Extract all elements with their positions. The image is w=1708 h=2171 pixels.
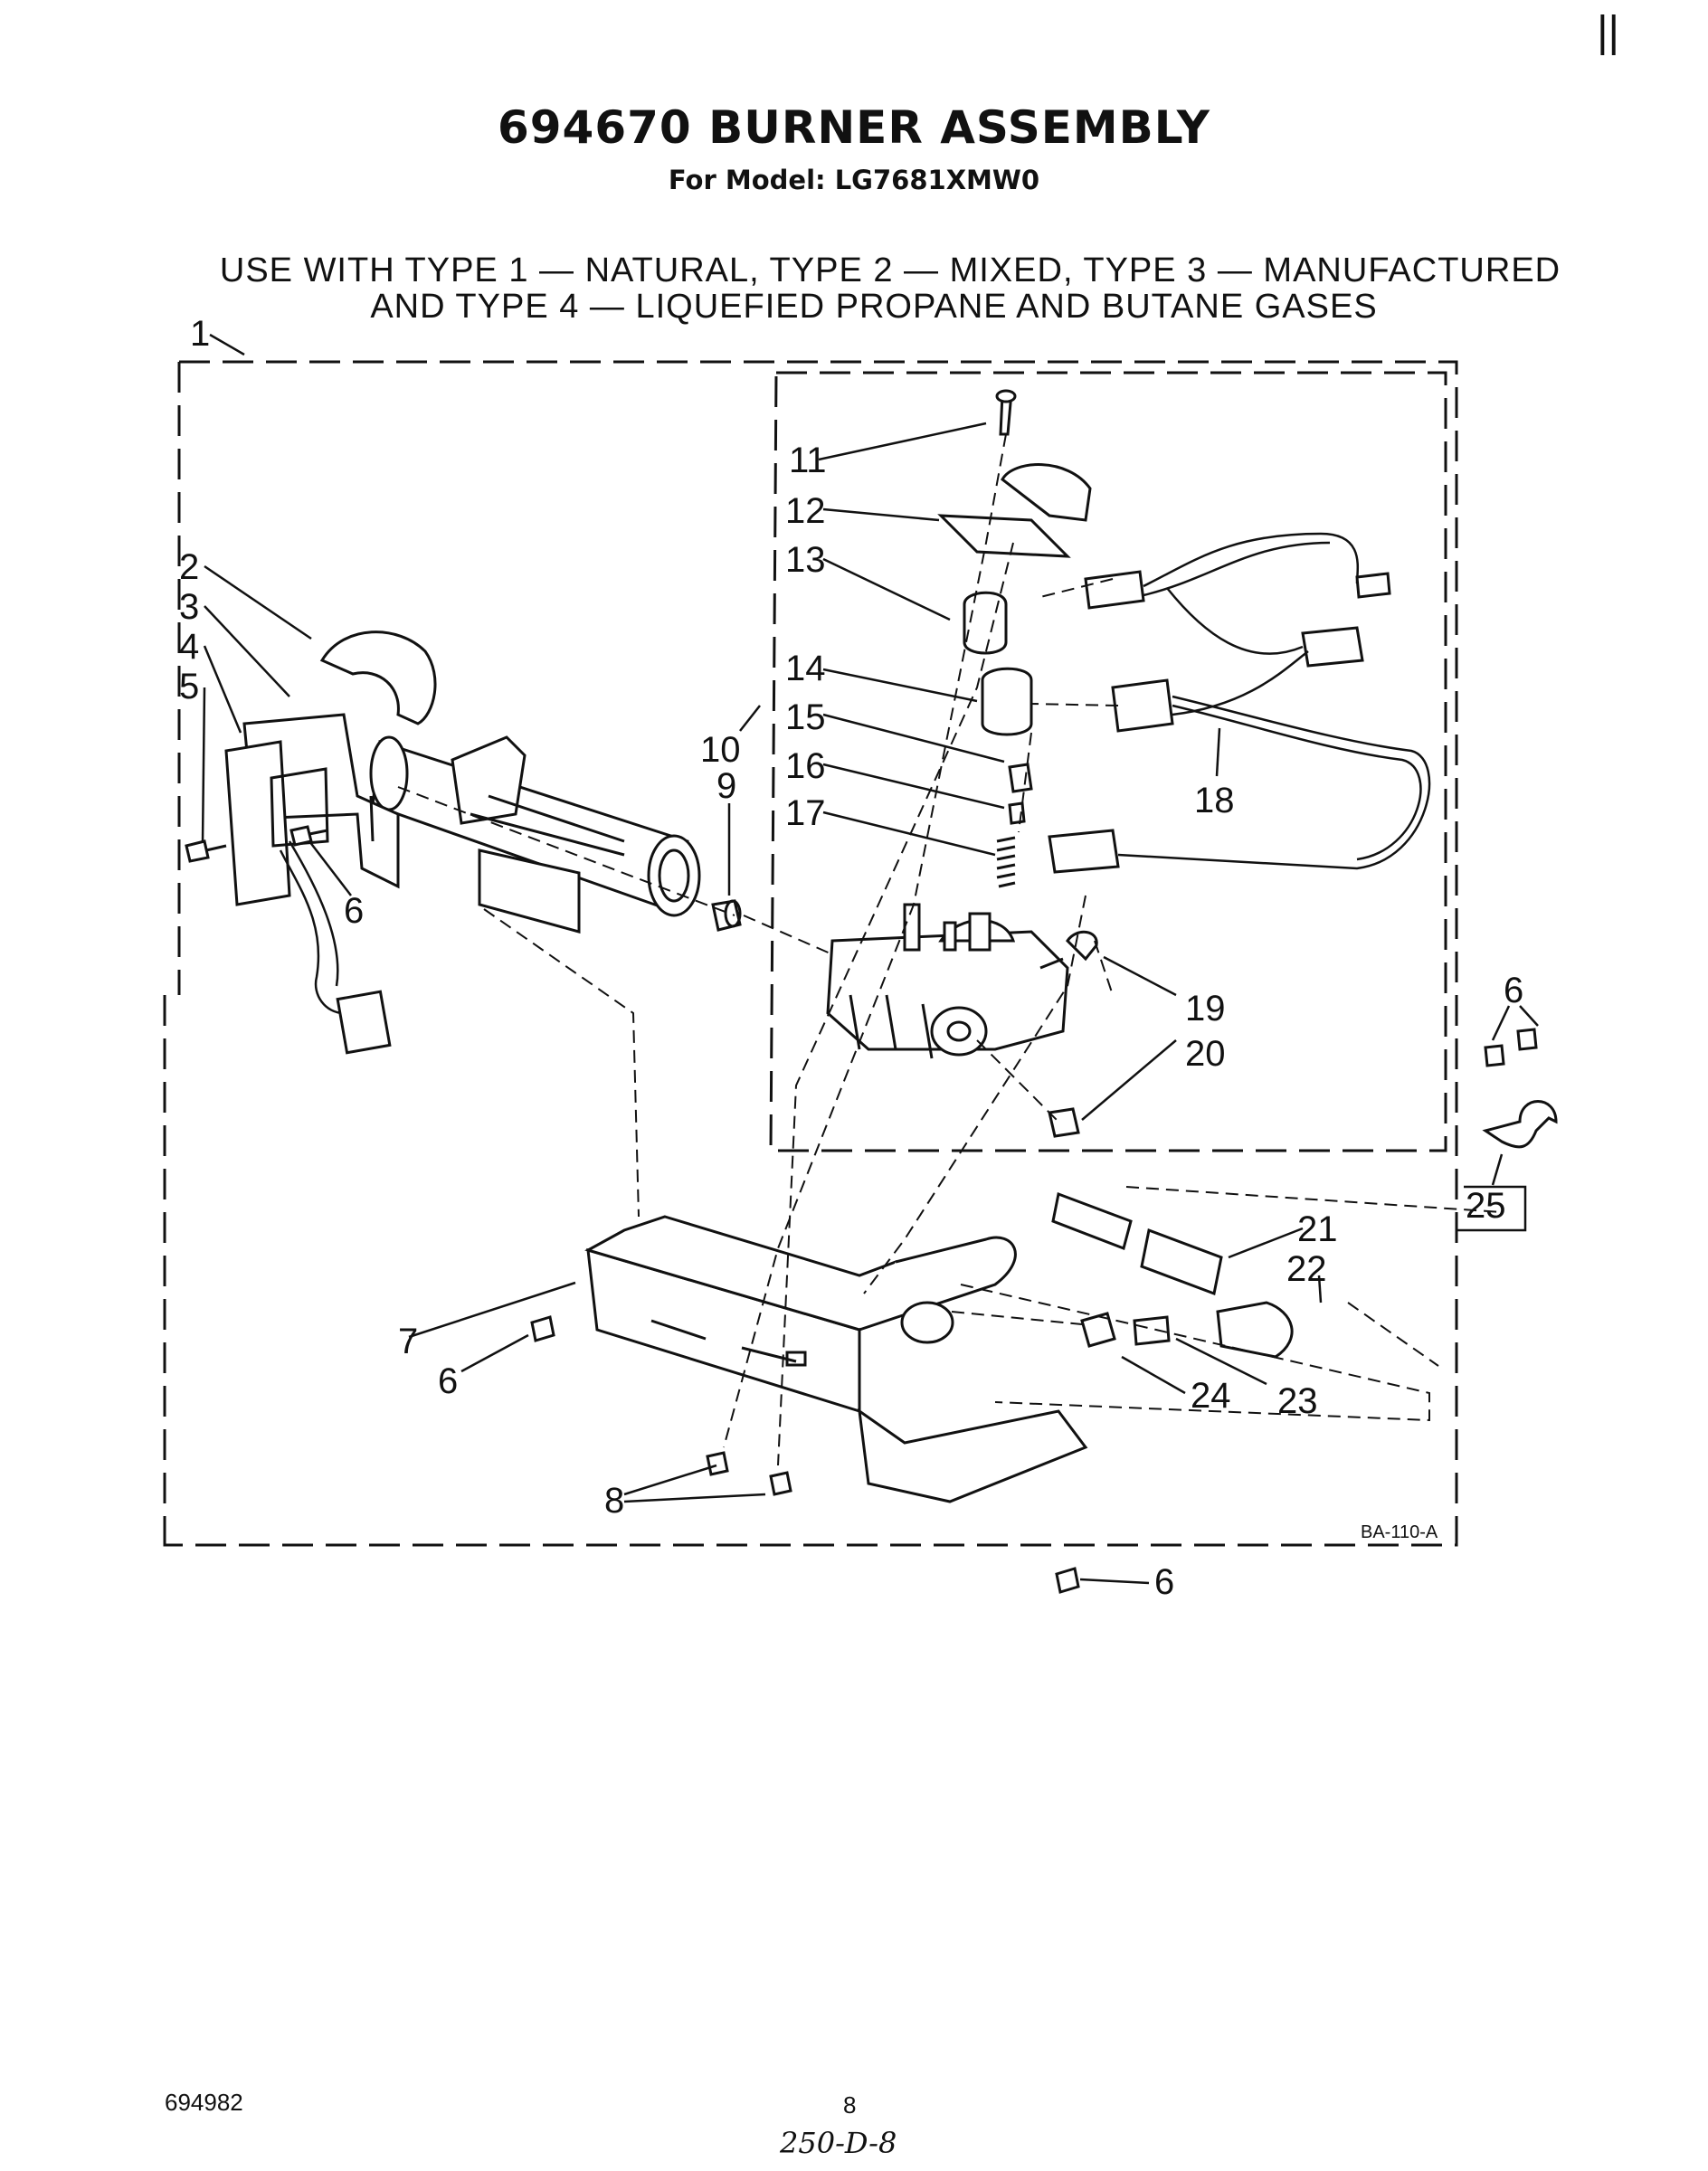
assembly-outline-frame (163, 360, 1458, 1547)
callout-19: 19 (1185, 989, 1226, 1029)
callout-4: 4 (179, 627, 199, 667)
gas-type-note-line2: AND TYPE 4 — LIQUEFIED PROPANE AND BUTAN… (370, 288, 1378, 326)
valve-stack-parts (937, 389, 1092, 888)
model-subtitle: For Model: LG7681XMW0 (668, 165, 1040, 195)
wire-harness (1048, 532, 1431, 874)
callout-5: 5 (179, 667, 199, 706)
loose-screws (530, 1028, 1538, 1594)
callout-9: 9 (716, 766, 736, 806)
callout-24: 24 (1191, 1376, 1231, 1416)
valve-terminals (1048, 931, 1098, 1138)
gas-valve-body (826, 903, 1069, 1059)
callout-17: 17 (785, 793, 826, 833)
burner-mounting-bracket (584, 1215, 1088, 1503)
callout-12: 12 (785, 491, 826, 531)
callout-6-bracket: 6 (344, 891, 364, 931)
callout-18: 18 (1194, 781, 1235, 820)
callout-3: 3 (179, 587, 199, 627)
callout-6-base: 6 (438, 1361, 458, 1401)
callout-leaders (201, 422, 1539, 1585)
callout-15: 15 (785, 697, 826, 737)
tube-clamp (1482, 1100, 1558, 1149)
gas-supply-pipe (1051, 1191, 1223, 1296)
callout-16: 16 (785, 746, 826, 786)
callout-21: 21 (1297, 1209, 1338, 1249)
bracket-screws (185, 825, 328, 863)
callout-10: 10 (700, 730, 741, 770)
handwritten-note: 250-D-8 (780, 2126, 897, 2160)
callout-6-clamp: 6 (1504, 971, 1523, 1010)
gas-type-note-line1: USE WITH TYPE 1 — NATURAL, TYPE 2 — MIXE… (219, 251, 1561, 289)
main-orifice (711, 899, 742, 932)
page-number: 8 (843, 2091, 857, 2119)
burner-tube (319, 630, 701, 934)
callout-6-bottom: 6 (1154, 1562, 1174, 1602)
callout-8: 8 (604, 1481, 624, 1521)
callout-22: 22 (1286, 1249, 1327, 1289)
callout-1: 1 (190, 314, 210, 354)
orifice-fittings (1080, 1301, 1294, 1359)
margin-mark: || (1597, 8, 1619, 56)
callout-23: 23 (1277, 1381, 1318, 1421)
callout-20: 20 (1185, 1034, 1226, 1074)
igniter-plug (336, 990, 392, 1055)
callout-11: 11 (789, 441, 827, 480)
diagram-code: BA-110-A (1361, 1522, 1438, 1542)
callout-2: 2 (179, 547, 199, 587)
page-title: 694670 BURNER ASSEMBLY (497, 101, 1211, 154)
igniter-bracket (224, 713, 400, 906)
document-number: 694982 (165, 2089, 243, 2116)
callout-25: 25 (1466, 1186, 1506, 1226)
valve-group-frame (769, 371, 1447, 1152)
callout-7: 7 (398, 1322, 418, 1361)
callout-13: 13 (785, 540, 826, 580)
callout-14: 14 (785, 649, 826, 688)
